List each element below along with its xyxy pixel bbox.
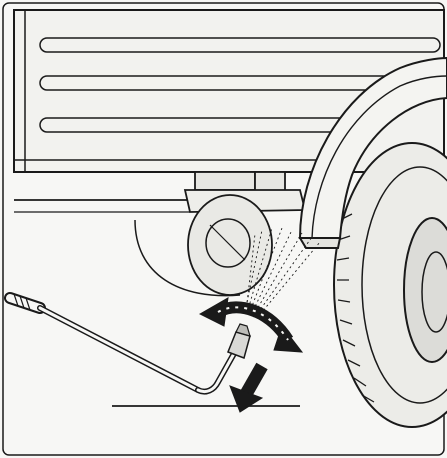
wheel-arch-icon	[298, 56, 447, 249]
sweep-arrow-icon	[198, 297, 304, 353]
spare-wheel-icon	[134, 194, 273, 297]
truck-body-icon	[13, 9, 445, 173]
down-arrow-icon	[229, 362, 268, 413]
rear-tire-icon	[333, 142, 447, 428]
water-spray-icon	[244, 227, 321, 319]
spray-lance-icon	[4, 292, 251, 395]
